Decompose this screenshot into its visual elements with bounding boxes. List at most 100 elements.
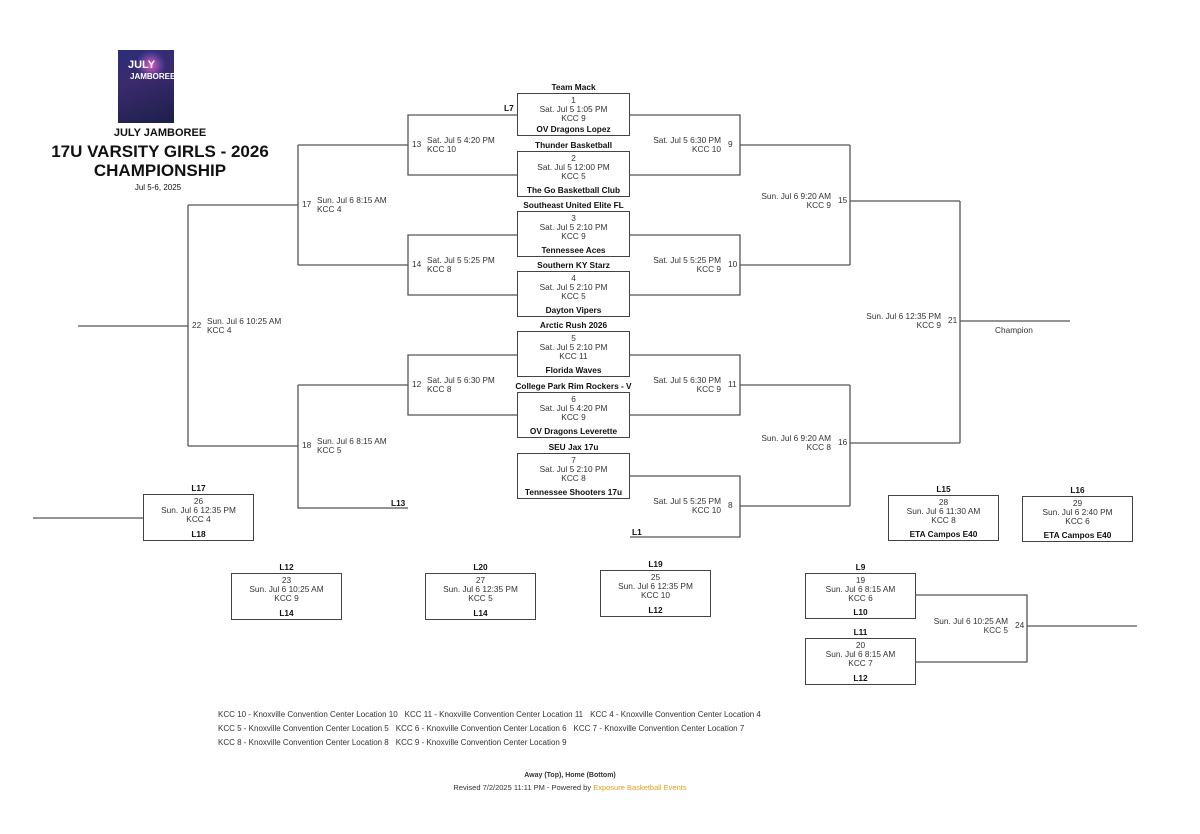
game-datetime: Sat. Jul 5 2:10 PM <box>539 463 608 474</box>
loser-ref-l13: L13 <box>391 498 406 508</box>
game-number: 18 <box>302 440 312 450</box>
game-court: KCC 9 <box>916 320 941 330</box>
game-court: KCC 5 <box>317 445 342 455</box>
game-datetime: Sun. Jul 6 8:15 AM <box>825 583 896 594</box>
game-datetime: Sun. Jul 6 9:20 AM <box>761 191 831 201</box>
game-datetime: Sat. Jul 5 5:25 PM <box>427 255 495 265</box>
loser-ref-l1: L1 <box>632 527 642 537</box>
game-court: KCC 9 <box>806 200 831 210</box>
game-number: 13 <box>412 139 422 149</box>
game-court: KCC 8 <box>427 264 452 274</box>
away-team-label: L19 <box>648 559 663 569</box>
away-team-label: Arctic Rush 2026 <box>539 320 608 330</box>
game-number: 24 <box>1015 620 1025 630</box>
game-number: 8 <box>728 500 733 510</box>
home-team-label: Florida Waves <box>545 365 602 375</box>
legend-item: KCC 9 - Knoxville Convention Center Loca… <box>395 738 567 747</box>
game-court: KCC 5 <box>561 170 586 181</box>
game-court: KCC 8 <box>931 514 956 525</box>
game-number: 4 <box>571 273 576 283</box>
game-number: 14 <box>412 259 422 269</box>
legend-item: KCC 10 - Knoxville Convention Center Loc… <box>218 710 398 719</box>
game-number: 28 <box>938 497 949 507</box>
game-datetime: Sat. Jul 5 6:30 PM <box>427 375 495 385</box>
game-number: 16 <box>838 437 848 447</box>
game-court: KCC 9 <box>696 264 721 274</box>
home-team-label: L12 <box>853 673 868 683</box>
away-team-label: L20 <box>473 562 488 572</box>
loser-ref-l7: L7 <box>504 103 514 113</box>
game-court: KCC 4 <box>207 325 232 335</box>
away-team-label: L17 <box>191 483 206 493</box>
game-datetime: Sun. Jul 6 10:25 AM <box>249 583 324 594</box>
legend-item: KCC 5 - Knoxville Convention Center Loca… <box>218 724 389 733</box>
game-court: KCC 4 <box>186 513 211 524</box>
home-team-label: Dayton Vipers <box>545 305 602 315</box>
game-court: KCC 9 <box>274 592 299 603</box>
game-number: 29 <box>1072 498 1083 508</box>
game-court: KCC 7 <box>848 657 873 668</box>
event-logo: JULY JAMBOREE <box>118 50 174 123</box>
game-datetime: Sat. Jul 5 6:30 PM <box>653 375 721 385</box>
game-court: KCC 8 <box>806 442 831 452</box>
game-number: 27 <box>475 575 486 585</box>
game-datetime: Sun. Jul 6 10:25 AM <box>207 316 282 326</box>
legend-row-1: KCC 10 - Knoxville Convention Center Loc… <box>218 710 768 719</box>
game-number: 23 <box>281 575 292 585</box>
home-team-label: L18 <box>191 529 206 539</box>
event-name: JULY JAMBOREE <box>113 127 207 139</box>
game-court: KCC 10 <box>691 144 721 154</box>
home-team-label: L12 <box>648 605 663 615</box>
away-team-label: L16 <box>1070 485 1085 495</box>
game-number: 15 <box>838 195 848 205</box>
game-court: KCC 6 <box>848 592 873 603</box>
game-datetime: Sat. Jul 5 5:25 PM <box>653 255 721 265</box>
game-datetime: Sun. Jul 6 12:35 PM <box>443 583 518 594</box>
logo-text-1: JULY <box>128 59 156 71</box>
game-datetime: Sun. Jul 6 10:25 AM <box>933 616 1008 626</box>
home-team-label: Tennessee Shooters 17u <box>524 487 623 497</box>
game-number: 2 <box>571 153 576 163</box>
home-team-label: The Go Basketball Club <box>526 185 621 195</box>
game-court: KCC 5 <box>983 625 1008 635</box>
revised-text: Revised 7/2/2025 11:11 PM - Powered by <box>453 783 592 792</box>
home-team-label: Tennessee Aces <box>541 245 606 255</box>
game-court: KCC 9 <box>696 384 721 394</box>
event-dates: Jul 5-6, 2025 <box>134 183 182 192</box>
away-team-label: L11 <box>853 627 868 637</box>
division-title: 17U VARSITY GIRLS - 2026 <box>51 142 269 161</box>
game-number: 20 <box>855 640 866 650</box>
champion-label: Champion <box>995 325 1033 335</box>
exposure-link[interactable]: Exposure Basketball Events <box>593 783 687 792</box>
game-datetime: Sat. Jul 5 2:10 PM <box>539 341 608 352</box>
game-datetime: Sat. Jul 5 1:05 PM <box>539 103 608 114</box>
